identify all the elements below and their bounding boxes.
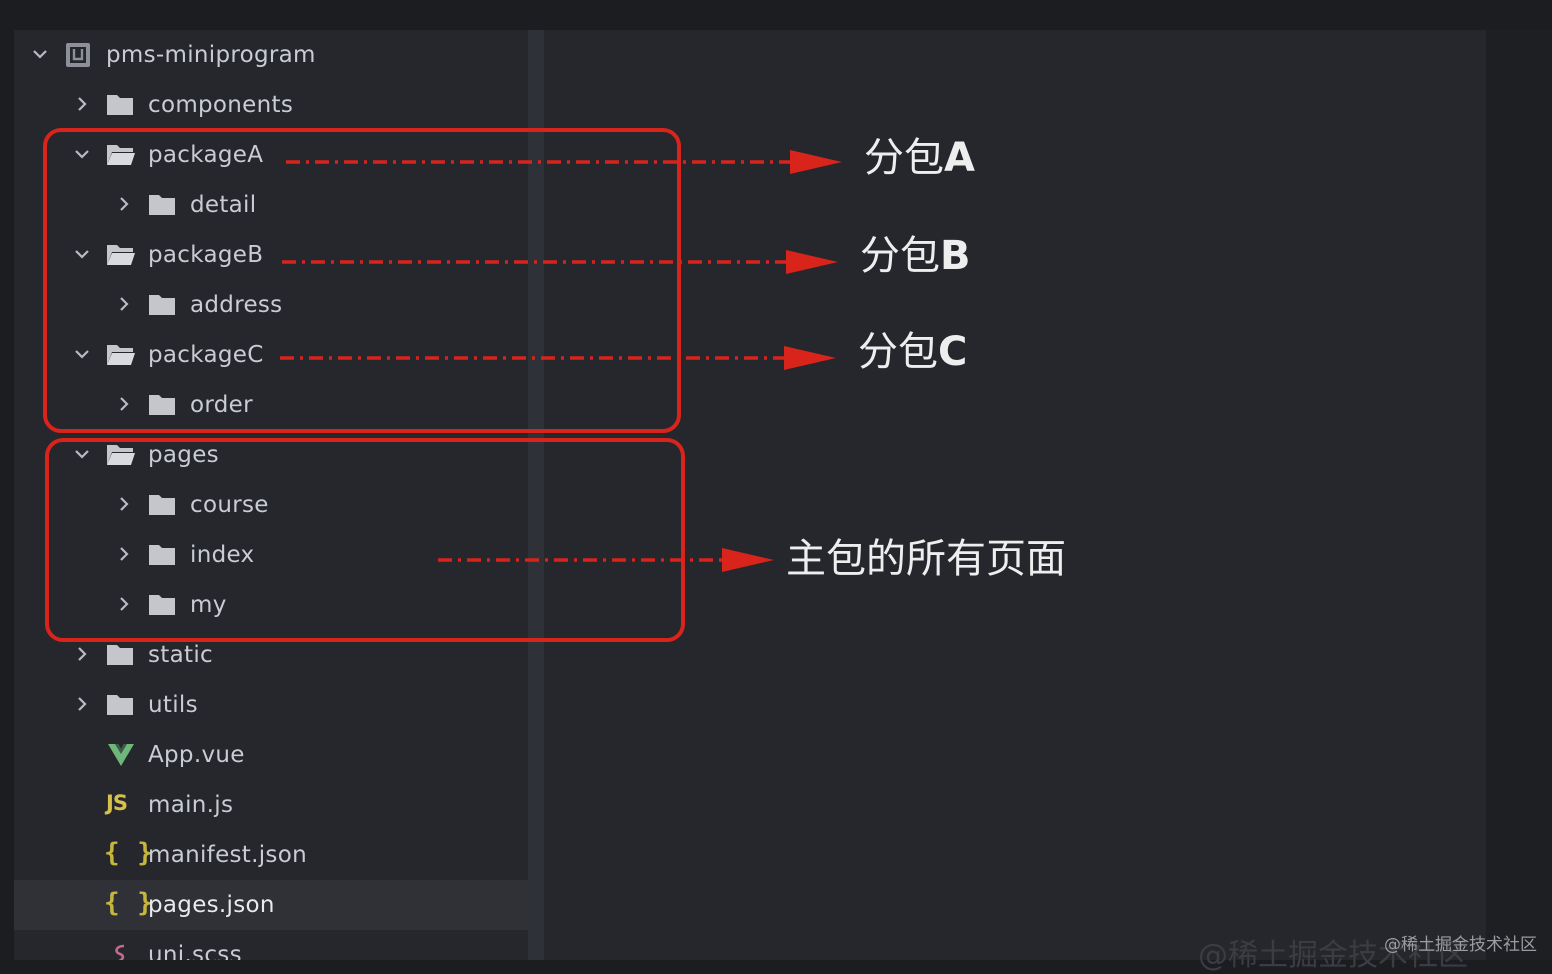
tree-item-manifest-json[interactable]: { } manifest.json — [14, 830, 528, 880]
tree-item-pages[interactable]: pages — [14, 430, 528, 480]
folder-icon — [106, 642, 136, 668]
folder-icon — [148, 492, 178, 518]
watermark-small: @稀土掘金技术社区 — [1384, 935, 1537, 955]
subpackages-highlight-box — [43, 128, 681, 433]
tree-item-packageA[interactable]: packageA — [14, 130, 528, 180]
tree-item-label: components — [148, 92, 294, 118]
main-package-highlight-box — [45, 438, 685, 642]
folder-open-icon — [106, 142, 136, 168]
folder-icon — [148, 392, 178, 418]
tree-item-index[interactable]: index — [14, 530, 528, 580]
tree-item-app-vue[interactable]: App.vue — [14, 730, 528, 780]
chevron-down-icon[interactable] — [30, 44, 50, 64]
tree-item-detail[interactable]: detail — [14, 180, 528, 230]
tree-item-uni-scss[interactable]: uni.scss — [14, 930, 528, 960]
folder-open-icon — [106, 442, 136, 468]
folder-icon — [148, 592, 178, 618]
tree-item-label: pages.json — [148, 892, 275, 918]
chevron-right-icon[interactable] — [114, 294, 134, 314]
chevron-right-icon[interactable] — [114, 394, 134, 414]
tree-item-course[interactable]: course — [14, 480, 528, 530]
folder-icon — [148, 292, 178, 318]
tree-item-label: App.vue — [148, 742, 245, 768]
tree-item-label: order — [190, 392, 253, 418]
tree-item-utils[interactable]: utils — [14, 680, 528, 730]
project-icon — [64, 42, 94, 68]
chevron-right-icon[interactable] — [114, 544, 134, 564]
tree-item-label: address — [190, 292, 283, 318]
chevron-down-icon[interactable] — [72, 444, 92, 464]
folder-icon — [106, 92, 136, 118]
chevron-right-icon[interactable] — [114, 594, 134, 614]
tree-item-label: detail — [190, 192, 257, 218]
tree-item-pages-json[interactable]: { } pages.json — [14, 880, 528, 930]
annotation-subpackage-a: 分包A — [864, 135, 975, 181]
tree-item-my[interactable]: my — [14, 580, 528, 630]
tree-item-packageB[interactable]: packageB — [14, 230, 528, 280]
tree-item-label: static — [148, 642, 213, 668]
tree-item-label: main.js — [148, 792, 234, 818]
chevron-down-icon[interactable] — [72, 244, 92, 264]
tree-item-label: packageC — [148, 342, 264, 368]
editor-area — [544, 30, 1486, 960]
tree-item-packageC[interactable]: packageC — [14, 330, 528, 380]
annotation-main-package: 主包的所有页面 — [786, 536, 1066, 582]
tree-item-main-js[interactable]: JS main.js — [14, 780, 528, 830]
tree-item-order[interactable]: order — [14, 380, 528, 430]
folder-open-icon — [106, 242, 136, 268]
chevron-down-icon[interactable] — [72, 344, 92, 364]
json-braces-icon: { } — [104, 888, 154, 918]
tree-item-label: packageA — [148, 142, 264, 168]
annotation-subpackage-c: 分包C — [858, 329, 968, 375]
chevron-right-icon[interactable] — [72, 644, 92, 664]
chevron-down-icon[interactable] — [72, 144, 92, 164]
javascript-icon: JS — [106, 791, 128, 815]
tree-item-address[interactable]: address — [14, 280, 528, 330]
tree-item-label: my — [190, 592, 227, 618]
vue-icon — [106, 742, 136, 768]
chevron-right-icon[interactable] — [72, 694, 92, 714]
chevron-right-icon[interactable] — [114, 194, 134, 214]
editor-scroll-gutter — [1486, 30, 1552, 960]
project-name: pms-miniprogram — [106, 42, 316, 68]
folder-open-icon — [106, 342, 136, 368]
annotation-subpackage-b: 分包B — [860, 233, 971, 279]
tree-item-label: manifest.json — [148, 842, 307, 868]
folder-icon — [106, 692, 136, 718]
tree-item-label: utils — [148, 692, 198, 718]
tree-item-label: index — [190, 542, 255, 568]
tree-item-components[interactable]: components — [14, 80, 528, 130]
tree-item-label: uni.scss — [148, 942, 242, 960]
tree-item-label: course — [190, 492, 269, 518]
tree-item-project-root[interactable]: pms-miniprogram — [14, 30, 528, 80]
tree-item-label: packageB — [148, 242, 264, 268]
chevron-right-icon[interactable] — [72, 94, 92, 114]
chevron-right-icon[interactable] — [114, 494, 134, 514]
folder-icon — [148, 542, 178, 568]
tree-item-static[interactable]: static — [14, 630, 528, 680]
scss-icon — [106, 942, 136, 960]
folder-icon — [148, 192, 178, 218]
explorer-sidebar — [14, 30, 528, 960]
tree-item-label: pages — [148, 442, 219, 468]
json-braces-icon: { } — [104, 838, 154, 868]
